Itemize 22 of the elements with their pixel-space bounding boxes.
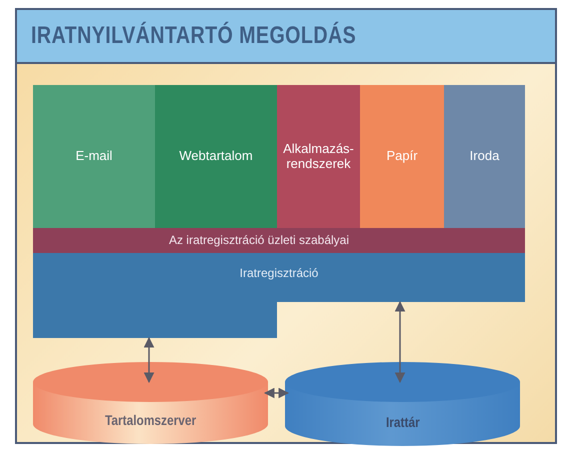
category-column: [33, 85, 155, 228]
double-arrow: [144, 336, 154, 384]
node-label: Alkalmazás-rendszerek: [282, 142, 355, 172]
node-label: Webtartalom: [179, 149, 253, 164]
node-label: Az iratregisztráció üzleti szabályai: [168, 234, 350, 248]
category-column: [444, 85, 525, 228]
rules-band: [33, 228, 525, 253]
storage-cylinder: [285, 362, 520, 446]
category-column: [155, 85, 277, 228]
category-column: [360, 85, 444, 228]
node-label: E-mail: [76, 149, 112, 164]
double-arrow: [394, 300, 406, 384]
node-label: Tartalomszerver: [104, 412, 196, 428]
double-arrow: [264, 388, 290, 398]
registry-block: [33, 253, 525, 338]
node-label: Iroda: [470, 149, 500, 164]
storage-cylinder: [33, 362, 268, 444]
node-label: Irattár: [386, 414, 420, 430]
category-column: [277, 85, 360, 228]
node-label: Papír: [386, 149, 418, 164]
node-label: Iratregisztráció: [240, 267, 318, 281]
title: IRATNYILVÁNTARTÓ MEGOLDÁS: [31, 22, 356, 50]
